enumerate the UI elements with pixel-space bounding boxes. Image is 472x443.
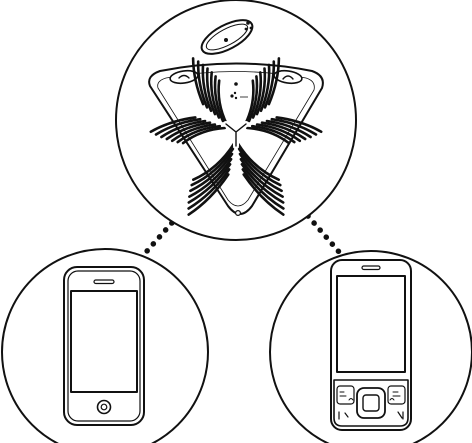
node-smartphone: [2, 249, 208, 443]
node-circle: [270, 251, 472, 443]
connector-speakerphone-mobile-phone: [308, 216, 346, 260]
node-mobile-phone: [270, 251, 472, 443]
node-speakerphone: [116, 0, 356, 240]
